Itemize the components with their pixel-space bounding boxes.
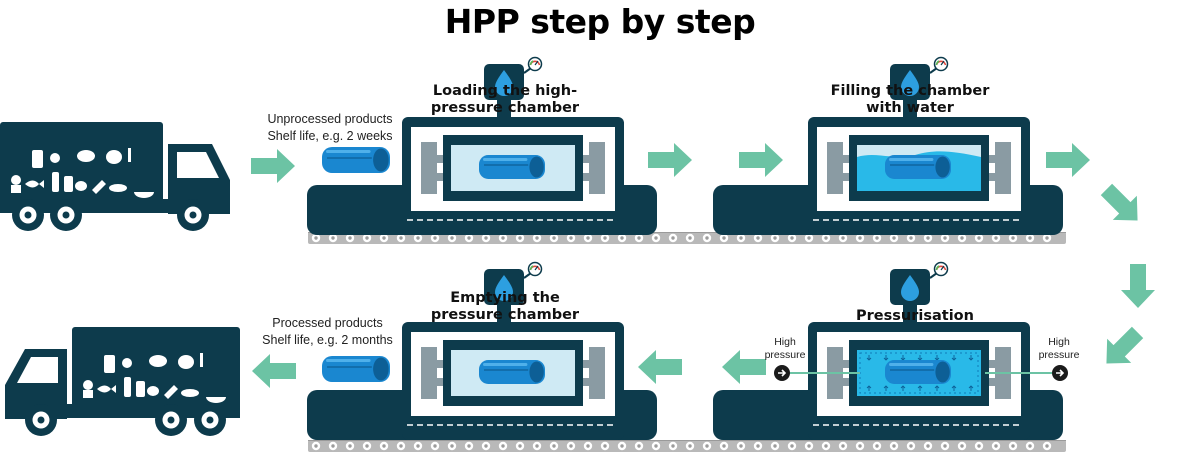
machine-emptying xyxy=(307,261,657,440)
pressure-gauge-icon xyxy=(933,56,949,72)
unprocessed-products-note: Unprocessed products Shelf life, e.g. 2 … xyxy=(265,111,395,145)
step-title-loading-line1: Loading the high- xyxy=(432,83,578,99)
high-pressure-right-line2: pressure xyxy=(1038,349,1080,361)
product-cylinder xyxy=(885,360,951,384)
pressure-gauge-icon xyxy=(527,261,543,277)
flow-arrow xyxy=(1100,183,1138,221)
product-processed xyxy=(322,356,390,382)
step-title-filling-line1: Filling the chamber xyxy=(830,83,990,99)
step-title-filling-line2: with water xyxy=(866,100,954,116)
high-pressure-inlet-right xyxy=(985,365,1068,381)
step-title-emptying-line1: Emptying the xyxy=(450,290,560,306)
step-title-pressurisation-line1: Pressurisation xyxy=(856,308,974,324)
valve-icon xyxy=(890,56,949,120)
high-pressure-label-left: High pressure xyxy=(758,336,812,362)
step-title-pressurisation: Pressurisation xyxy=(845,308,985,325)
conveyor-belt-bottom xyxy=(308,440,1066,452)
water-drop-icon xyxy=(495,70,513,96)
pressure-gauge-icon xyxy=(933,261,949,277)
unprocessed-shelf-life: Shelf life, e.g. 2 weeks xyxy=(267,129,393,143)
high-pressure-inlet-left xyxy=(774,365,860,381)
water-drop-icon xyxy=(495,275,513,301)
flow-arrow xyxy=(1121,264,1155,308)
high-pressure-left-line1: High xyxy=(774,336,796,348)
food-icons xyxy=(83,353,226,403)
high-pressure-left-line2: pressure xyxy=(764,349,806,361)
processed-products-label: Processed products xyxy=(272,316,383,330)
machine-pressurisation xyxy=(713,261,1063,440)
flow-arrow xyxy=(251,149,295,183)
step-title-filling: Filling the chamber with water xyxy=(830,83,990,117)
step-title-loading: Loading the high- pressure chamber xyxy=(430,83,580,117)
machine-filling xyxy=(713,56,1063,235)
processed-products-note: Processed products Shelf life, e.g. 2 mo… xyxy=(260,315,395,349)
valve-icon xyxy=(484,56,543,120)
product-cylinder xyxy=(479,360,545,384)
high-pressure-label-right: High pressure xyxy=(1032,336,1086,362)
product-unprocessed xyxy=(322,147,390,173)
water-drop-icon xyxy=(901,70,919,96)
step-title-emptying-line2: pressure chamber xyxy=(430,307,580,323)
step-title-loading-line2: pressure chamber xyxy=(430,100,580,116)
flow-arrow xyxy=(722,350,766,384)
water-drop-icon xyxy=(901,275,919,301)
flow-arrow xyxy=(648,143,692,177)
product-cylinder xyxy=(479,155,545,179)
machine-loading xyxy=(307,56,657,235)
step-title-emptying: Emptying the pressure chamber xyxy=(430,290,580,324)
flow-arrow xyxy=(739,143,783,177)
high-pressure-right-line1: High xyxy=(1048,336,1070,348)
flow-arrow xyxy=(638,350,682,384)
processed-shelf-life: Shelf life, e.g. 2 months xyxy=(262,333,393,347)
flow-arrow xyxy=(252,354,296,388)
page-title: HPP step by step xyxy=(444,2,756,41)
flow-arrow xyxy=(1046,143,1090,177)
truck-processed xyxy=(5,327,240,436)
product-cylinder xyxy=(885,155,951,179)
valve-icon xyxy=(484,261,543,325)
flow-arrow xyxy=(1106,326,1144,364)
valve-icon xyxy=(890,261,949,325)
food-icons xyxy=(11,148,154,198)
unprocessed-products-label: Unprocessed products xyxy=(267,112,393,126)
pressure-gauge-icon xyxy=(527,56,543,72)
truck-unprocessed xyxy=(0,122,230,231)
